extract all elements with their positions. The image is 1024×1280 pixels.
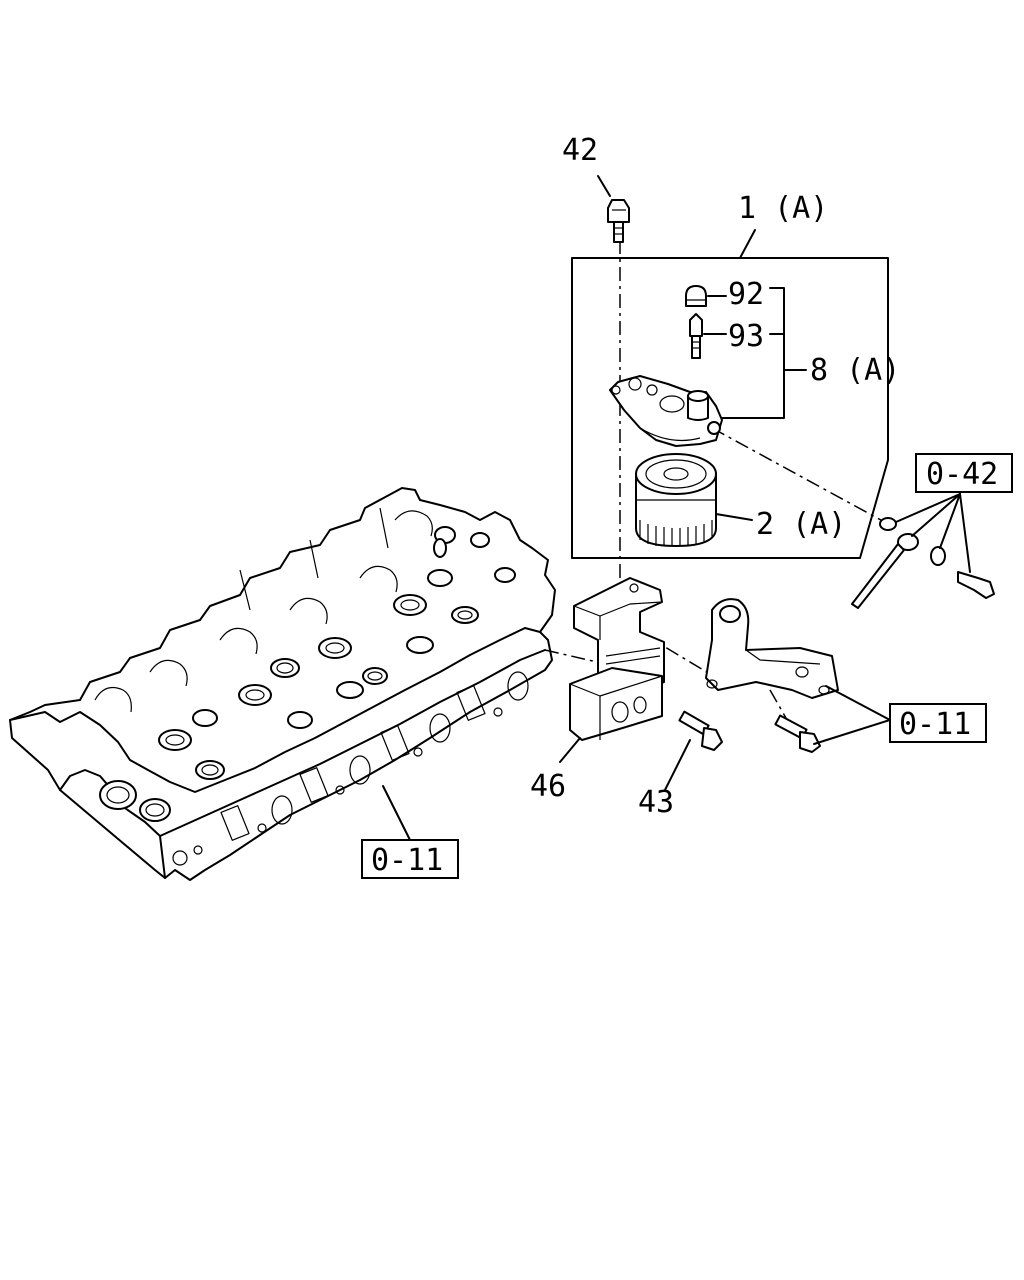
leader-head — [382, 785, 411, 841]
ref-box-0-11-right: 0-11 — [889, 703, 987, 743]
label-42: 42 — [562, 133, 598, 168]
leader-42 — [597, 175, 611, 197]
cap-92 — [685, 285, 707, 307]
ref-box-0-11-bottom: 0-11 — [361, 839, 459, 879]
ref-0-11-right-label: 0-11 — [899, 707, 971, 742]
stay-bolt — [774, 714, 821, 753]
stay-plate — [705, 598, 839, 699]
leader-46 — [559, 737, 581, 763]
label-46: 46 — [530, 769, 566, 804]
leader-2a — [715, 513, 753, 521]
leader-042-c — [939, 493, 961, 549]
leader-042-b — [911, 493, 961, 537]
leader-011-right-b — [825, 685, 891, 721]
bolt-42 — [607, 199, 630, 243]
label-8a: 8 (A) — [810, 353, 900, 388]
ref-0-11-bottom-label: 0-11 — [371, 843, 443, 878]
leader-042-d — [959, 493, 971, 573]
bracket-46 — [569, 577, 665, 741]
leader-43 — [664, 739, 691, 791]
ref-box-0-42: 0-42 — [915, 453, 1013, 493]
leader-011-right-a — [813, 719, 891, 745]
label-43: 43 — [638, 785, 674, 820]
bolt-43 — [678, 710, 723, 751]
leader-1a — [739, 229, 756, 259]
group-box-1a — [571, 257, 889, 559]
axis-eye-bolt — [711, 427, 891, 526]
ref-0-42-label: 0-42 — [926, 457, 998, 492]
label-1a: 1 (A) — [738, 191, 828, 226]
bleeder-screw-93 — [689, 313, 703, 359]
label-92: 92 — [728, 277, 764, 312]
eye-bolt-set — [851, 517, 995, 609]
label-93: 93 — [728, 319, 764, 354]
leader-042-a — [895, 493, 961, 523]
cylinder-head — [9, 487, 556, 881]
filter-cartridge-2a — [635, 453, 717, 547]
label-2a: 2 (A) — [756, 507, 846, 542]
bracket-8a — [705, 287, 785, 419]
filter-head — [609, 375, 723, 447]
